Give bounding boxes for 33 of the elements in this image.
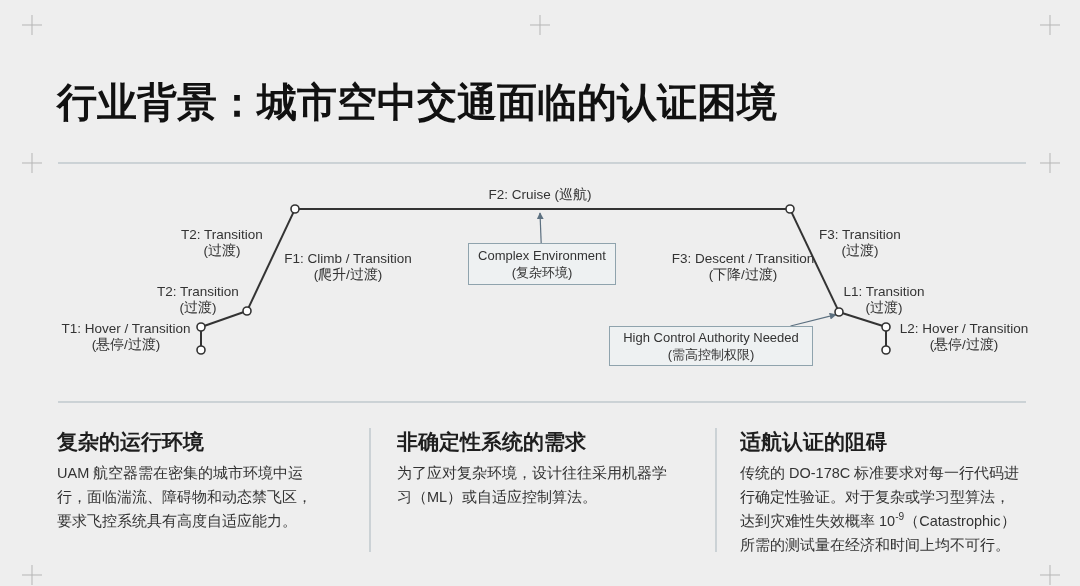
section-heading: 适航认证的阻碍 <box>740 429 887 455</box>
flight-path-line <box>247 211 295 309</box>
section-text: 为了应对复杂环境，设计往往采用机器学习（ML）或自适应控制算法。 <box>397 464 668 507</box>
flight-path-line <box>298 208 787 210</box>
section-text: 传统的 DO-178C 标准要求对每一行代码进行确定性验证。对于复杂或学习型算法，达到灾难性失效概率 10$^{-9}$（Catastrophic）所需的测试量在经济和时间上均不可行。 <box>740 464 1021 555</box>
callout-box: Complex Environment (复杂环境) <box>468 243 616 285</box>
arrow <box>536 212 544 244</box>
phase-label: F1: Climb / Transition (爬升/过渡) <box>283 251 413 283</box>
waypoint-circle <box>881 322 891 332</box>
waypoint-circle <box>834 307 844 317</box>
phase-label: L1: Transition (过渡) <box>842 284 926 316</box>
waypoint-circle <box>196 322 206 332</box>
waypoint-circle <box>785 204 795 214</box>
callout-box: High Control Authority Needed (需高控制权限) <box>609 326 813 366</box>
waypoint-circle <box>242 306 252 316</box>
flight-path-line <box>203 311 245 327</box>
flight-path-line <box>841 312 884 327</box>
phase-label: F3: Transition (过渡) <box>818 227 902 259</box>
phase-label: F2: Cruise (巡航) <box>486 187 594 213</box>
section-heading: 非确定性系统的需求 <box>397 429 586 455</box>
phase-label: T2: Transition (过渡) <box>180 227 264 259</box>
phase-label: F3: Descent / Transition (下降/过渡) <box>670 251 816 283</box>
phase-label: L2: Hover / Transition (悬停/过渡) <box>898 321 1030 353</box>
waypoint-circle <box>881 345 891 355</box>
waypoint-circle <box>196 345 206 355</box>
page-title: 行业背景：城市空中交通面临的认证困境 <box>57 79 777 126</box>
section-text: UAM 航空器需在密集的城市环境中运行，面临湍流、障碍物和动态禁飞区，要求飞控系统具有高度自适应能力。 <box>57 464 313 531</box>
arrow <box>789 312 837 327</box>
flight-path-line <box>790 211 839 310</box>
phase-label: T2: Transition (过渡) <box>156 284 240 316</box>
phase-label: T1: Hover / Transition (悬停/过渡) <box>60 321 192 353</box>
waypoint-circle <box>290 204 300 214</box>
section-heading: 复杂的运行环境 <box>57 429 204 455</box>
